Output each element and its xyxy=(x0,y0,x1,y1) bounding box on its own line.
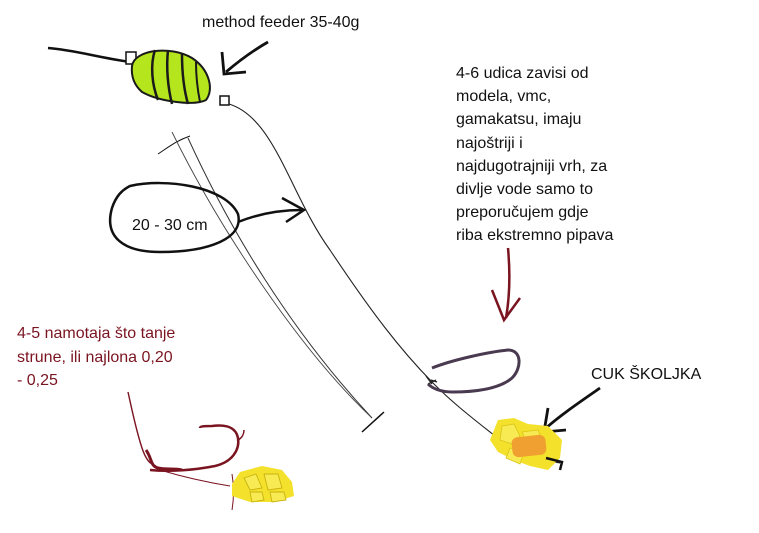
bait-arrow xyxy=(542,386,601,434)
wraps-sketch xyxy=(127,391,245,511)
fishing-hook-icon xyxy=(426,348,521,394)
hooks-label: 4-6 udica zavisi od modela, vmc, gamakat… xyxy=(456,65,614,245)
knot-mark xyxy=(425,375,438,385)
length-bracket xyxy=(157,131,385,433)
hook-arrow xyxy=(490,247,522,323)
length-label: 20 - 30 cm xyxy=(132,217,208,234)
method-feeder-icon xyxy=(125,49,230,106)
feeder-arrow xyxy=(220,40,269,76)
bait-label: CUK ŠKOLJKA xyxy=(591,366,702,383)
corn-bait-icon xyxy=(490,418,564,471)
wraps-label: 4-5 namotaja što tanje strune, ili najlo… xyxy=(17,325,176,389)
length-arrow xyxy=(237,196,307,224)
main-line xyxy=(47,46,132,64)
feeder-label: method feeder 35-40g xyxy=(202,14,360,31)
length-oval xyxy=(109,181,240,254)
corn-bait-small-icon xyxy=(232,466,294,503)
